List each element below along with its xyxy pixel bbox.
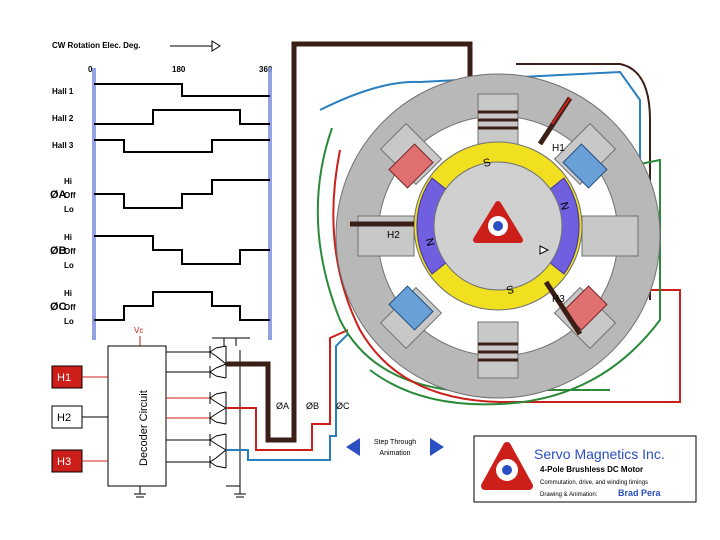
decoder-label: Decoder Circuit — [138, 390, 150, 466]
out-a-label: ØA — [276, 401, 289, 411]
motor-cross-section: S N S N H1 H2 H3 — [316, 63, 681, 406]
phase-c-label: ØC — [50, 301, 67, 313]
shaft-icon — [473, 201, 523, 243]
deg-0-label: 0 — [88, 65, 93, 74]
phase-c-hi-label: Hi — [64, 289, 72, 298]
h1-input-label: H1 — [57, 372, 71, 384]
hall1-label: Hall 1 — [52, 87, 74, 96]
hall3-label: Hall 3 — [52, 141, 74, 150]
rotation-header: CW Rotation Elec. Deg. — [52, 41, 140, 50]
vc-label: Vc — [134, 326, 143, 335]
phase-b-off-label: Off — [64, 247, 76, 256]
phase-a-label: ØA — [50, 189, 67, 201]
phase-b-waveform — [94, 235, 270, 265]
timing-diagram: CW Rotation Elec. Deg. 0 180 360 Hall 1 … — [50, 40, 273, 340]
winding-loop-red — [332, 149, 681, 403]
phase-b-label: ØB — [50, 245, 67, 257]
rotation-arrow-icon — [170, 40, 221, 52]
pole-s-top: S — [482, 157, 492, 170]
coils — [388, 110, 608, 362]
hall2-label: Hall 2 — [52, 114, 74, 123]
winding-loop-green-right — [369, 158, 661, 406]
company-logo-icon — [481, 442, 533, 490]
phase-b-lo-label: Lo — [64, 261, 74, 270]
drive-circuit: Vc Decoder Circuit H1 H2 H3 — [51, 41, 473, 498]
h1-sensor-label: H1 — [552, 143, 565, 154]
phase-c-lo-label: Lo — [64, 317, 74, 326]
hall-sensor-h3: H3 — [543, 280, 583, 336]
pole-n-left: N — [424, 236, 438, 247]
decoder-box — [107, 345, 167, 487]
phase-c-wire — [226, 333, 349, 461]
product-name: 4-Pole Brushless DC Motor — [540, 465, 643, 474]
winding-loop-brown — [516, 63, 651, 300]
deg-360-label: 360 — [259, 65, 273, 74]
hall3-waveform — [94, 139, 270, 153]
hall-sensor-h2: H2 — [350, 221, 414, 241]
out-c-label: ØC — [336, 401, 350, 411]
out-b-label: ØB — [306, 401, 319, 411]
hall2-waveform — [94, 109, 270, 125]
h3-input-label: H3 — [57, 456, 71, 468]
h2-sensor-label: H2 — [387, 230, 400, 241]
pole-n-right: N — [557, 201, 571, 212]
phase-c-off-label: Off — [64, 303, 76, 312]
phase-a-waveform — [94, 179, 270, 209]
step-forward-button[interactable] — [430, 438, 444, 456]
rotation-direction-icon — [539, 245, 550, 255]
phase-a-off-label: Off — [64, 191, 76, 200]
credit-prefix: Drawing & Animation: — [540, 492, 598, 498]
phase-c-waveform — [94, 291, 270, 321]
marker-0-deg — [92, 68, 96, 340]
phase-b-wire — [226, 329, 349, 451]
step-back-button[interactable] — [346, 438, 360, 456]
h2-input-label: H2 — [57, 412, 71, 424]
marker-360-deg — [268, 68, 272, 340]
pole-s-bottom: S — [505, 282, 515, 295]
product-description: Commutation, drive, and winding timings — [540, 480, 648, 486]
deg-180-label: 180 — [172, 65, 186, 74]
hall-sensor-h1: H1 — [537, 96, 573, 154]
h3-sensor-label: H3 — [552, 294, 565, 305]
credit-name: Brad Pera — [618, 488, 662, 498]
phase-b-hi-label: Hi — [64, 233, 72, 242]
phase-a-hi-label: Hi — [64, 177, 72, 186]
phase-a-lo-label: Lo — [64, 205, 74, 214]
company-name: Servo Magnetics Inc. — [534, 446, 665, 462]
hall1-waveform — [94, 83, 270, 97]
phase-a-wire — [226, 41, 473, 443]
company-logo-panel: Servo Magnetics Inc. 4-Pole Brushless DC… — [473, 435, 697, 503]
